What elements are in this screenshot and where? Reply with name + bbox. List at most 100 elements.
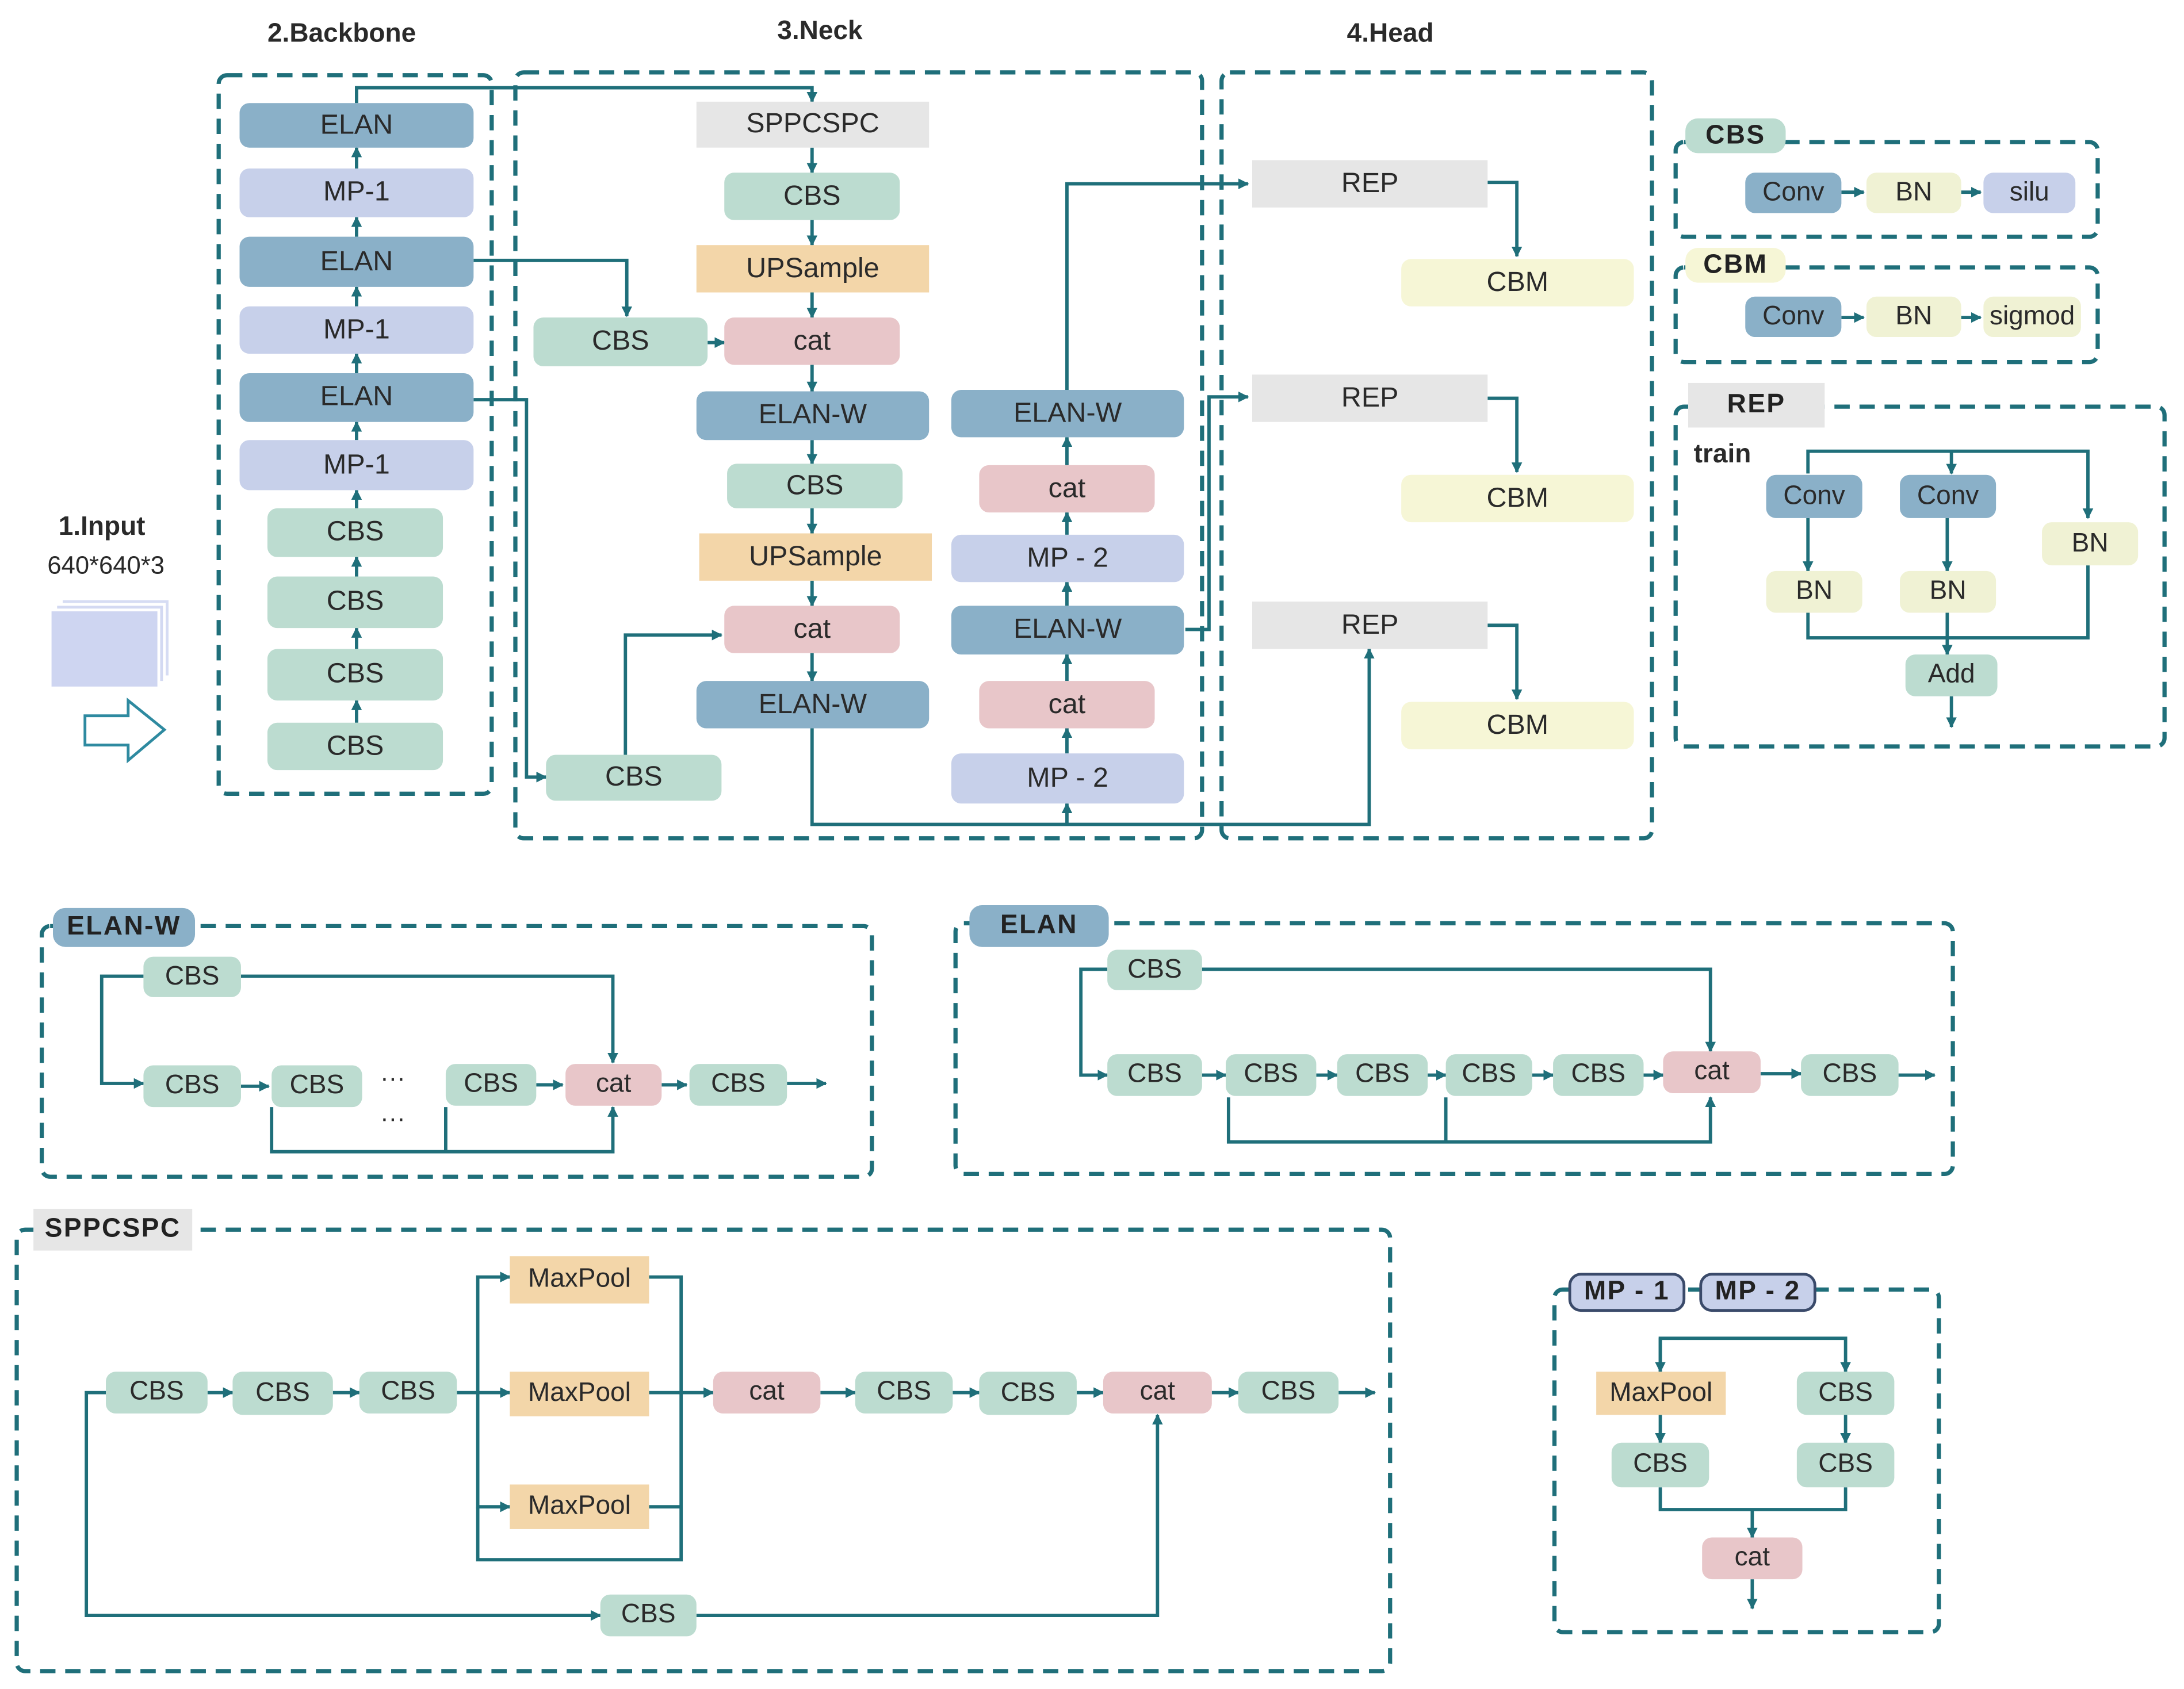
neck-cbs-1: CBS [724, 173, 900, 220]
rep-legend-frame [1673, 404, 2167, 749]
elanw-legend-dots-2: ··· [380, 1104, 406, 1132]
neck-cat-2: cat [724, 606, 900, 653]
sppcspc-legend-cbs-6: CBS [1238, 1372, 1339, 1414]
backbone-mp1-2: MP-1 [239, 306, 474, 354]
sppcspc-legend-cbs-4: CBS [855, 1372, 953, 1414]
sppcspc-legend-cat-2: cat [1103, 1372, 1212, 1414]
neck-elanw-2: ELAN-W [696, 681, 930, 729]
sppcspc-legend-frame [14, 1227, 1393, 1673]
sppcspc-legend-cbs-2: CBS [232, 1372, 333, 1415]
mp-legend-cbs-left: CBS [1611, 1442, 1709, 1488]
sppcspc-legend-maxpool-1: MaxPool [510, 1256, 649, 1304]
rep-legend-bn-1: BN [1766, 570, 1862, 613]
sppcspc-legend-cbs-1: CBS [106, 1372, 208, 1414]
connection-lines [85, 86, 2094, 1621]
rep-legend-bn-2: BN [1900, 570, 1996, 613]
neck-cat-3: cat [979, 681, 1155, 729]
sppcspc-legend-cbs-3: CBS [359, 1372, 457, 1414]
elan-legend-cbs-3: CBS [1337, 1054, 1428, 1096]
cbm-legend-sigmod: sigmod [1983, 296, 2081, 338]
neck-title: 3.Neck [777, 17, 863, 46]
neck-cbs-2: CBS [727, 464, 903, 508]
backbone-mp1-1: MP-1 [239, 168, 474, 217]
cbs-legend-tab: CBS [1685, 118, 1786, 154]
elanw-legend-cbs-top: CBS [143, 956, 241, 997]
backbone-frame [216, 73, 494, 796]
neck-cbs-lateral-1: CBS [533, 317, 708, 366]
backbone-cbs-2: CBS [267, 576, 443, 629]
rep-legend-conv-2: Conv [1900, 474, 1996, 518]
dashed-frames [14, 70, 2167, 1673]
mp2-legend-tab: MP - 2 [1699, 1273, 1816, 1312]
rep-legend-conv-1: Conv [1766, 474, 1862, 518]
mp-legend-cat: cat [1702, 1537, 1803, 1580]
neck-frame [513, 70, 1204, 841]
sppcspc-legend-maxpool-3: MaxPool [510, 1484, 649, 1529]
neck-elanw-3: ELAN-W [951, 606, 1184, 655]
head-frame [1219, 70, 1654, 841]
elanw-legend-cbs-3: CBS [445, 1064, 537, 1106]
mp1-legend-tab: MP - 1 [1568, 1273, 1686, 1312]
elan-legend-cbs-out: CBS [1801, 1054, 1899, 1096]
sppcspc-legend-cat-1: cat [713, 1372, 821, 1414]
sppcspc-legend-maxpool-2: MaxPool [510, 1372, 649, 1416]
head-cbm-1: CBM [1401, 259, 1634, 307]
cbm-legend-bn: BN [1866, 296, 1961, 338]
neck-mp2-1: MP - 2 [951, 753, 1184, 804]
head-cbm-2: CBM [1401, 474, 1634, 523]
mp-legend-maxpool: MaxPool [1596, 1372, 1726, 1415]
cbs-legend-frame [1673, 140, 2100, 239]
input-title: 1.Input [58, 512, 146, 542]
rep-legend-tab: REP [1688, 382, 1825, 428]
elan-legend-cbs-4: CBS [1445, 1054, 1532, 1096]
head-title: 4.Head [1347, 19, 1434, 49]
elan-legend-tab: ELAN [969, 905, 1109, 947]
rep-legend-add: Add [1905, 654, 1998, 696]
elan-legend-cbs-2: CBS [1226, 1054, 1317, 1096]
rep-legend-train: train [1693, 440, 1751, 470]
cbs-legend-bn: BN [1866, 173, 1961, 213]
right-arrow-outline-icon [83, 697, 167, 764]
elanw-legend-tab: ELAN-W [53, 907, 196, 947]
sppcspc-legend-cbs-5: CBS [979, 1372, 1077, 1415]
head-rep-1: REP [1252, 160, 1488, 208]
sppcspc-legend-cbs-shortcut: CBS [600, 1594, 697, 1637]
cbs-legend-conv: Conv [1745, 173, 1842, 213]
backbone-elan-1: ELAN [239, 103, 474, 148]
cbm-legend-conv: Conv [1745, 296, 1842, 338]
head-rep-2: REP [1252, 374, 1488, 422]
elan-legend-cat: cat [1663, 1051, 1761, 1093]
elan-legend-frame [953, 921, 1955, 1177]
mp-legend-cbs-right-2: CBS [1796, 1442, 1895, 1488]
cbm-legend-frame [1673, 265, 2100, 365]
head-rep-3: REP [1252, 602, 1488, 649]
elanw-legend-cbs-1: CBS [143, 1065, 241, 1108]
elanw-legend-dots-1: ··· [380, 1064, 406, 1092]
backbone-cbs-3: CBS [267, 649, 443, 701]
stacked-images-icon [48, 597, 171, 690]
backbone-cbs-1: CBS [267, 508, 443, 557]
neck-mp2-2: MP - 2 [951, 534, 1184, 583]
neck-cbs-lateral-2: CBS [546, 755, 722, 801]
neck-upsample-1: UPSample [696, 245, 930, 293]
neck-cat-1: cat [724, 317, 900, 365]
elanw-legend-cbs-out: CBS [689, 1064, 787, 1106]
elanw-legend-cbs-2: CBS [271, 1065, 362, 1108]
rep-legend-bn-3: BN [2042, 522, 2139, 566]
elan-legend-cbs-5: CBS [1553, 1054, 1644, 1096]
backbone-elan-2: ELAN [239, 236, 474, 287]
backbone-elan-3: ELAN [239, 373, 474, 422]
input-size: 640*640*3 [47, 551, 165, 580]
neck-upsample-2: UPSample [699, 533, 932, 581]
backbone-title: 2.Backbone [267, 19, 416, 49]
cbs-legend-silu: silu [1983, 173, 2076, 213]
elan-legend-cbs-top: CBS [1107, 949, 1202, 990]
backbone-cbs-4: CBS [267, 722, 443, 771]
elan-legend-cbs-1: CBS [1107, 1054, 1202, 1096]
sppcspc-legend-tab: SPPCSPC [33, 1208, 193, 1251]
neck-sppcspc: SPPCSPC [696, 101, 930, 148]
mp-legend-cbs-right-1: CBS [1796, 1372, 1895, 1415]
elanw-legend-cat: cat [565, 1064, 662, 1106]
